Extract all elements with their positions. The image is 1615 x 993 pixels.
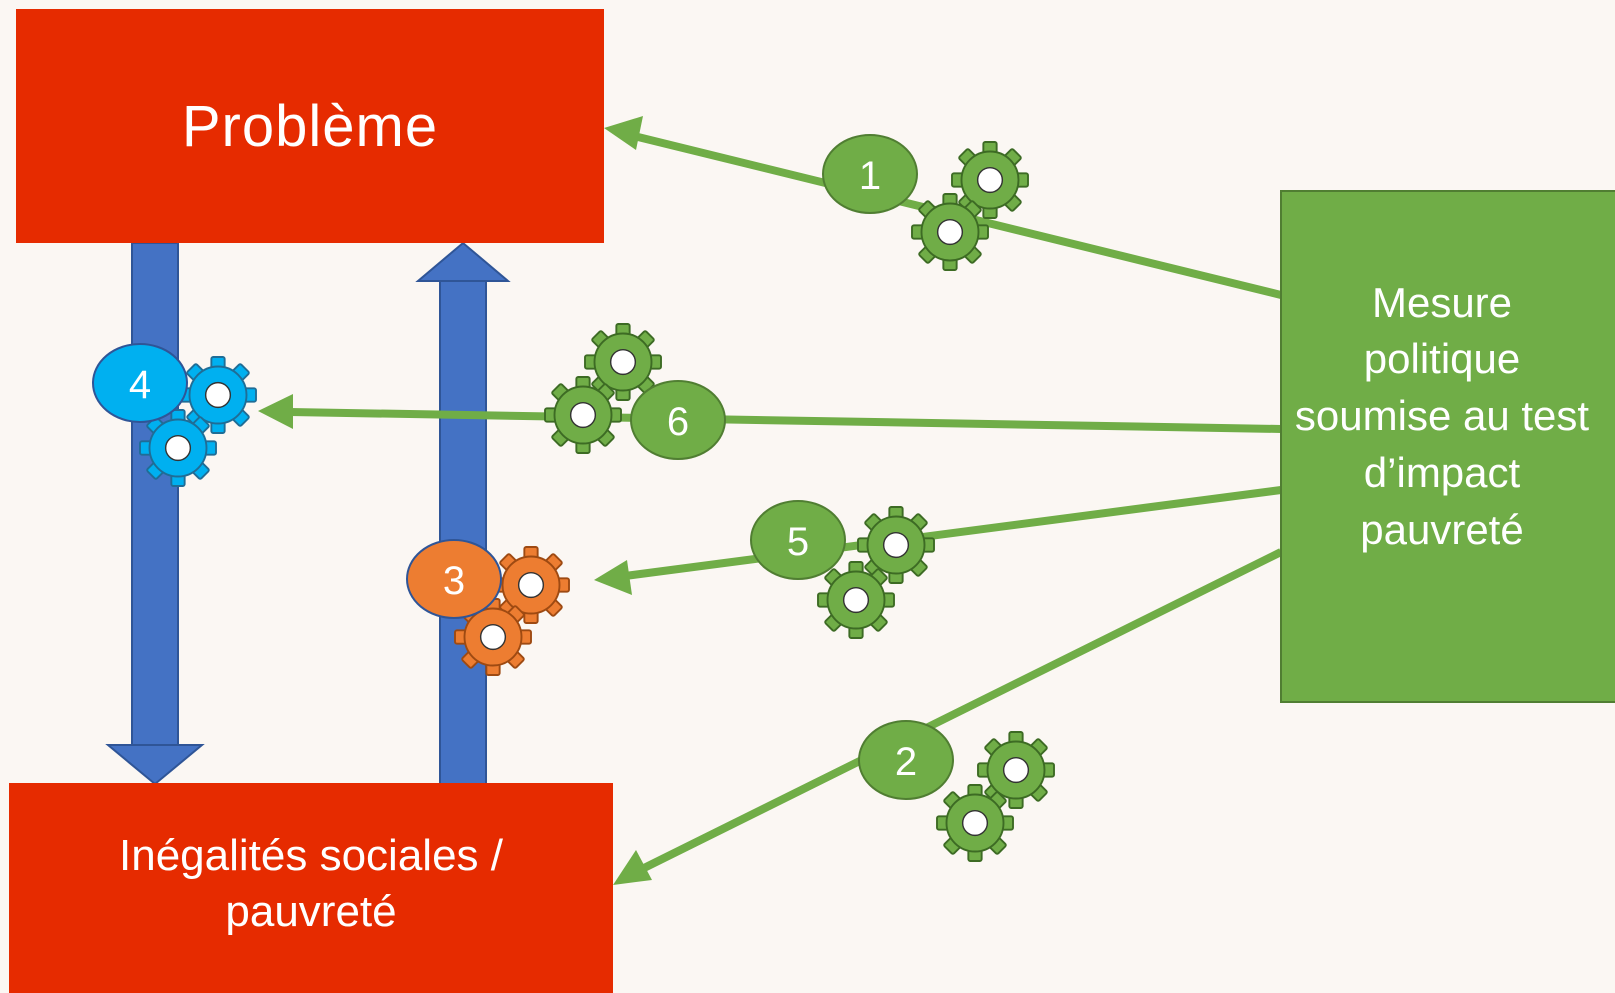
badge-3: 3	[406, 539, 502, 619]
policy-label: Mesure politique soumise au test d’impac…	[1294, 278, 1590, 553]
inequality-label: Inégalités sociales / pauvreté	[119, 830, 503, 936]
badge-3-label: 3	[443, 559, 465, 603]
problem-box: Problème	[16, 9, 604, 243]
arrow-2-line	[613, 548, 1283, 885]
gear-icon	[544, 376, 622, 454]
blue-arrow-up	[415, 241, 511, 786]
arrow-5-line	[594, 486, 1282, 595]
badge-1: 1	[822, 134, 918, 214]
blue-arrow-down	[105, 242, 205, 786]
gear-icon	[911, 193, 989, 271]
badge-2-label: 2	[895, 740, 917, 784]
badge-6: 6	[630, 380, 726, 460]
badge-2: 2	[858, 720, 954, 800]
gear-icon	[977, 731, 1055, 809]
problem-label: Problème	[181, 93, 439, 159]
gear-icon	[817, 561, 895, 639]
inequality-poverty-box: Inégalités sociales / pauvreté	[9, 783, 613, 993]
gear-icon	[857, 506, 935, 584]
badge-6-label: 6	[667, 400, 689, 444]
badge-5: 5	[750, 500, 846, 580]
policy-measure-box: Mesure politique soumise au test d’impac…	[1280, 190, 1615, 703]
badge-4-label: 4	[129, 363, 151, 407]
arrow-6-line	[258, 394, 1282, 433]
badge-4: 4	[92, 343, 188, 423]
gear-icon	[936, 784, 1014, 862]
badge-1-label: 1	[859, 154, 881, 198]
badge-5-label: 5	[787, 520, 809, 564]
gear-icon	[179, 356, 257, 434]
